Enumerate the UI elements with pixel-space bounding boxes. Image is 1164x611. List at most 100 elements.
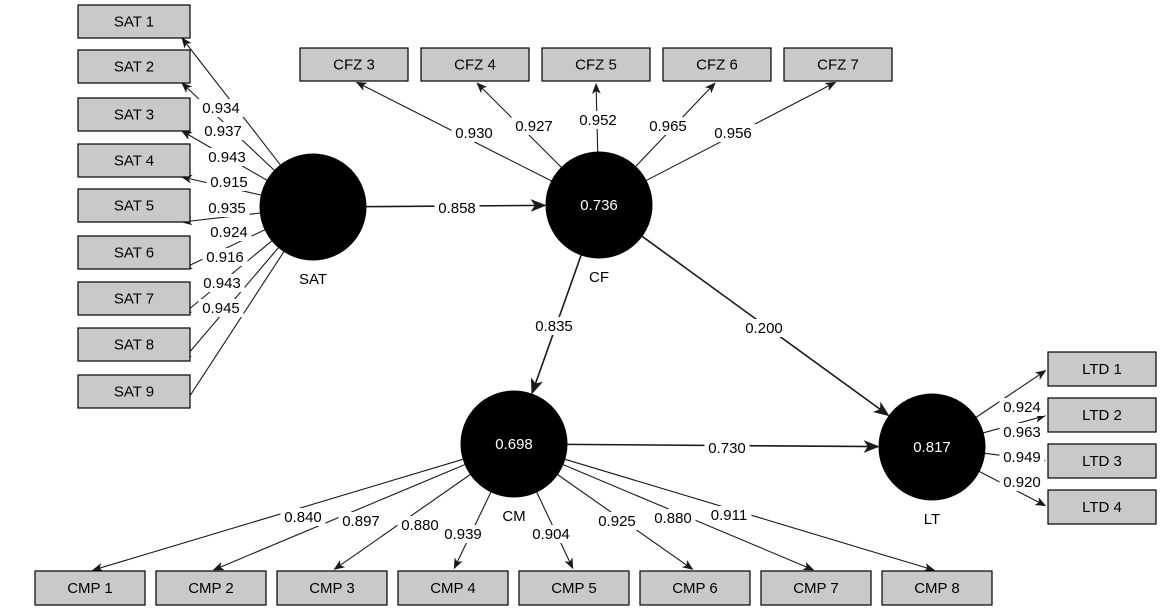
indicator-box[interactable]: [77, 235, 191, 270]
latent-circle[interactable]: [259, 153, 367, 261]
coefficient-label-backing: [999, 423, 1045, 441]
indicator-cfz-7[interactable]: CFZ 7: [783, 47, 893, 82]
loading-label-cmp: 0.911: [711, 507, 747, 524]
indicator-label: SAT 4: [114, 152, 154, 169]
latent-r-squared-value: 0.698: [495, 436, 533, 453]
indicator-sat-3[interactable]: SAT 3: [77, 97, 191, 132]
path-coefficient-label: 0.200: [745, 320, 783, 337]
indicator-sat-9[interactable]: SAT 9: [77, 374, 191, 409]
indicator-cfz-3[interactable]: CFZ 3: [299, 47, 409, 82]
indicator-label: CMP 2: [188, 580, 234, 597]
indicator-box[interactable]: [77, 281, 191, 316]
indicator-label: SAT 2: [114, 58, 154, 75]
indicator-label: SAT 7: [114, 290, 154, 307]
coefficient-label-backing: [200, 122, 246, 140]
indicator-sat-2[interactable]: SAT 2: [77, 49, 191, 84]
latent-variables-layer: 0.736 0.698 0.817: [259, 151, 986, 501]
latent-name-label: CM: [502, 508, 525, 525]
loading-label-cfz: 0.956: [714, 125, 752, 142]
indicator-ltd-2[interactable]: LTD 2: [1047, 397, 1157, 433]
indicator-label: CMP 6: [672, 580, 718, 597]
indicator-label: SAT 5: [114, 197, 154, 214]
indicator-box[interactable]: [1047, 443, 1157, 479]
indicator-box[interactable]: [299, 47, 409, 82]
indicator-cmp-6[interactable]: CMP 6: [639, 570, 751, 606]
path-coefficient-label: 0.730: [708, 440, 746, 457]
indicator-ltd-4[interactable]: LTD 4: [1047, 489, 1157, 525]
indicator-box[interactable]: [639, 570, 751, 606]
indicator-box[interactable]: [77, 143, 191, 178]
coefficient-label-backing: [198, 99, 244, 117]
coefficient-labels-layer: 0.9340.9370.9430.9150.9350.9240.9160.943…: [198, 99, 1045, 543]
indicator-box[interactable]: [77, 49, 191, 84]
indicator-label: CFZ 7: [817, 56, 859, 73]
latent-variable-cf[interactable]: 0.736: [545, 151, 653, 259]
indicator-cmp-3[interactable]: CMP 3: [276, 570, 388, 606]
indicator-cmp-4[interactable]: CMP 4: [397, 570, 509, 606]
indicator-cfz-5[interactable]: CFZ 5: [541, 47, 651, 82]
indicator-box[interactable]: [420, 47, 530, 82]
indicator-ltd-3[interactable]: LTD 3: [1047, 443, 1157, 479]
indicator-box[interactable]: [1047, 397, 1157, 433]
indicator-box[interactable]: [760, 570, 872, 606]
indicator-label: CMP 7: [793, 580, 839, 597]
latent-variable-cm[interactable]: 0.698: [460, 390, 568, 498]
indicator-sat-5[interactable]: SAT 5: [77, 188, 191, 223]
indicator-box[interactable]: [518, 570, 630, 606]
loading-label-cfz: 0.952: [579, 112, 617, 129]
indicator-box[interactable]: [34, 570, 146, 606]
indicator-cmp-7[interactable]: CMP 7: [760, 570, 872, 606]
indicator-box[interactable]: [1047, 351, 1157, 387]
loading-label-ltd: 0.949: [1003, 449, 1041, 466]
indicator-cfz-4[interactable]: CFZ 4: [420, 47, 530, 82]
indicator-ltd-1[interactable]: LTD 1: [1047, 351, 1157, 387]
loading-label-sat: 0.915: [210, 174, 248, 191]
latent-circle[interactable]: [878, 393, 986, 501]
coefficient-label-backing: [594, 512, 640, 530]
indicator-label: SAT 6: [114, 244, 154, 261]
indicator-cmp-2[interactable]: CMP 2: [155, 570, 267, 606]
loading-edge-sat: [181, 250, 286, 409]
indicator-sat-4[interactable]: SAT 4: [77, 143, 191, 178]
indicator-sat-8[interactable]: SAT 8: [77, 327, 191, 362]
indicator-box[interactable]: [276, 570, 388, 606]
indicator-box[interactable]: [881, 570, 993, 606]
indicator-label: CFZ 6: [696, 56, 738, 73]
latent-variable-lt[interactable]: 0.817: [878, 393, 986, 501]
coefficient-label-backing: [528, 525, 574, 543]
indicator-box[interactable]: [77, 97, 191, 132]
loading-label-sat: 0.934: [202, 100, 240, 117]
indicator-box[interactable]: [1047, 489, 1157, 525]
indicator-label: CMP 1: [67, 580, 113, 597]
loading-label-ltd: 0.920: [1003, 474, 1041, 491]
indicator-box[interactable]: [77, 327, 191, 362]
loading-label-sat: 0.916: [206, 249, 244, 266]
latent-circle[interactable]: [460, 390, 568, 498]
indicator-box[interactable]: [77, 4, 191, 39]
indicator-label: CMP 5: [551, 580, 597, 597]
indicator-box[interactable]: [662, 47, 772, 82]
indicator-label: LTD 2: [1082, 407, 1122, 424]
loading-edge: [974, 370, 1047, 419]
indicator-box[interactable]: [541, 47, 651, 82]
latent-name-label: SAT: [299, 271, 327, 288]
indicator-cmp-1[interactable]: CMP 1: [34, 570, 146, 606]
indicator-sat-6[interactable]: SAT 6: [77, 235, 191, 270]
latent-circle[interactable]: [545, 151, 653, 259]
coefficient-label-backing: [397, 516, 443, 534]
indicator-box[interactable]: [783, 47, 893, 82]
indicator-box[interactable]: [77, 374, 191, 409]
indicator-sat-7[interactable]: SAT 7: [77, 281, 191, 316]
indicator-cfz-6[interactable]: CFZ 6: [662, 47, 772, 82]
coefficient-label-backing: [575, 111, 621, 129]
indicator-sat-1[interactable]: SAT 1: [77, 4, 191, 39]
indicator-cmp-8[interactable]: CMP 8: [881, 570, 993, 606]
indicator-box[interactable]: [77, 188, 191, 223]
indicator-box[interactable]: [155, 570, 267, 606]
latent-variable-sat[interactable]: [259, 153, 367, 261]
indicator-label: CFZ 4: [454, 56, 496, 73]
path-coefficient-label: 0.858: [438, 200, 476, 217]
indicator-cmp-5[interactable]: CMP 5: [518, 570, 630, 606]
indicator-box[interactable]: [397, 570, 509, 606]
